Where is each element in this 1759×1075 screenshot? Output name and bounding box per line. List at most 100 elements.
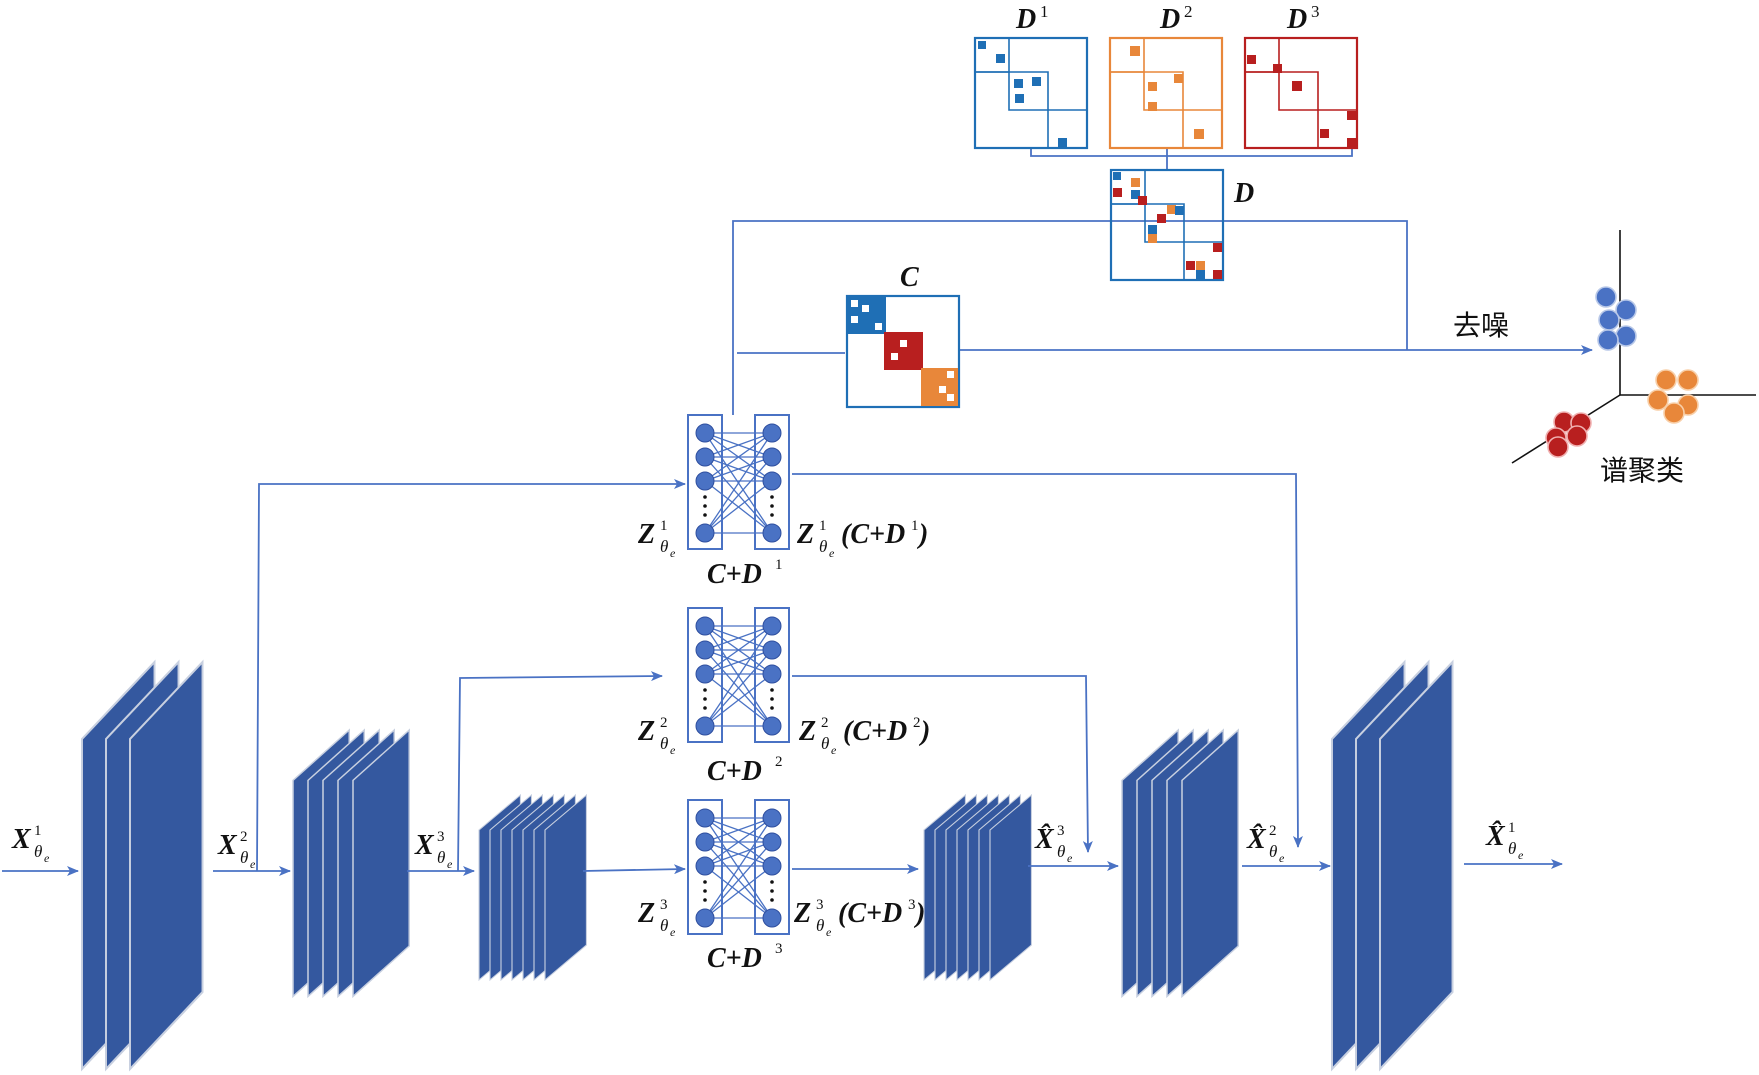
neuron (695, 616, 715, 636)
cluster-red (1545, 411, 1592, 458)
svg-text:3: 3 (816, 897, 824, 913)
svg-text:θ: θ (34, 842, 42, 861)
top-connections (732, 147, 1593, 415)
cluster-point (1663, 402, 1685, 424)
svg-text:θ: θ (1057, 842, 1065, 861)
neuron (762, 808, 782, 828)
svg-text:X̂: X̂ (1034, 823, 1055, 855)
svg-text:C+D: C+D (707, 756, 762, 787)
svg-text:1: 1 (660, 518, 668, 534)
svg-text:D: D (1015, 4, 1036, 35)
neuron (695, 640, 715, 660)
cluster-blue (1595, 286, 1637, 351)
label-d: D (1233, 178, 1254, 209)
svg-text:Z: Z (793, 898, 811, 929)
svg-text:C+D: C+D (707, 943, 762, 974)
label-c: C (900, 262, 919, 293)
svg-text:): ) (916, 519, 928, 550)
label-d1: D 1 (1015, 2, 1049, 35)
svg-text:e: e (670, 743, 676, 757)
svg-text:e: e (829, 546, 835, 560)
svg-text:D: D (1159, 4, 1180, 35)
svg-text:3: 3 (660, 897, 668, 913)
svg-text:θ: θ (240, 848, 248, 867)
neuron (762, 716, 782, 736)
svg-text:1: 1 (1508, 820, 1516, 836)
svg-text:e: e (250, 857, 256, 871)
matrix-d3 (1243, 36, 1359, 150)
self-expressive-layers (687, 414, 790, 935)
svg-text:θ: θ (1269, 842, 1277, 861)
svg-text:Z: Z (637, 519, 655, 550)
label-d3: D 3 (1286, 2, 1320, 35)
svg-text:θ: θ (660, 916, 668, 935)
svg-text:2: 2 (240, 829, 248, 845)
neuron (695, 808, 715, 828)
neuron (762, 640, 782, 660)
cluster-point (1566, 425, 1588, 447)
matrix-d1 (973, 36, 1089, 150)
label-cd2: C+D 2 (707, 754, 783, 787)
cluster-point (1615, 299, 1637, 321)
svg-text:θ: θ (660, 537, 668, 556)
svg-text:2: 2 (913, 715, 921, 731)
svg-text:1: 1 (819, 518, 827, 534)
label-denoise: 去噪 (1453, 309, 1509, 342)
cluster-point (1547, 436, 1569, 458)
svg-text:2: 2 (821, 715, 829, 731)
neuron (695, 471, 715, 491)
label-d2: D 2 (1159, 2, 1193, 35)
neuron (762, 616, 782, 636)
neuron (762, 908, 782, 928)
label-spectral-clustering: 谱聚类 (1600, 454, 1684, 487)
svg-text:e: e (826, 925, 832, 939)
svg-text:θ: θ (1508, 839, 1516, 858)
svg-text:θ: θ (437, 848, 445, 867)
neuron (762, 664, 782, 684)
svg-text:X: X (11, 824, 32, 855)
neuron (762, 423, 782, 443)
svg-text:1: 1 (911, 518, 919, 534)
svg-text:(C+D: (C+D (841, 519, 905, 550)
svg-text:θ: θ (821, 734, 829, 753)
svg-text:D: D (1286, 4, 1307, 35)
svg-text:X̂: X̂ (1485, 820, 1506, 852)
svg-text:e: e (1279, 851, 1285, 865)
neuron (695, 716, 715, 736)
svg-text:1: 1 (1040, 2, 1049, 21)
neuron (762, 471, 782, 491)
cluster-point (1647, 389, 1669, 411)
main-flow-arrows (2, 859, 1563, 876)
svg-text:2: 2 (775, 754, 783, 770)
svg-text:2: 2 (660, 715, 668, 731)
svg-text:θ: θ (816, 916, 824, 935)
svg-text:1: 1 (775, 557, 783, 573)
svg-text:2: 2 (1269, 823, 1277, 839)
svg-text:C+D: C+D (707, 559, 762, 590)
svg-text:Z: Z (798, 716, 816, 747)
svg-text:3: 3 (437, 829, 445, 845)
matrix-d2 (1108, 36, 1224, 150)
neuron (695, 523, 715, 543)
svg-text:e: e (670, 925, 676, 939)
svg-text:e: e (670, 546, 676, 560)
svg-text:): ) (918, 716, 930, 747)
decoder-block-3 (923, 794, 1032, 981)
svg-text:X̂: X̂ (1246, 823, 1267, 855)
svg-text:): ) (913, 898, 925, 929)
svg-text:Z: Z (637, 898, 655, 929)
svg-text:1: 1 (34, 823, 42, 839)
cluster-point (1677, 369, 1699, 391)
cluster-axes (1511, 230, 1756, 464)
cluster-point (1655, 369, 1677, 391)
svg-text:e: e (1067, 851, 1073, 865)
